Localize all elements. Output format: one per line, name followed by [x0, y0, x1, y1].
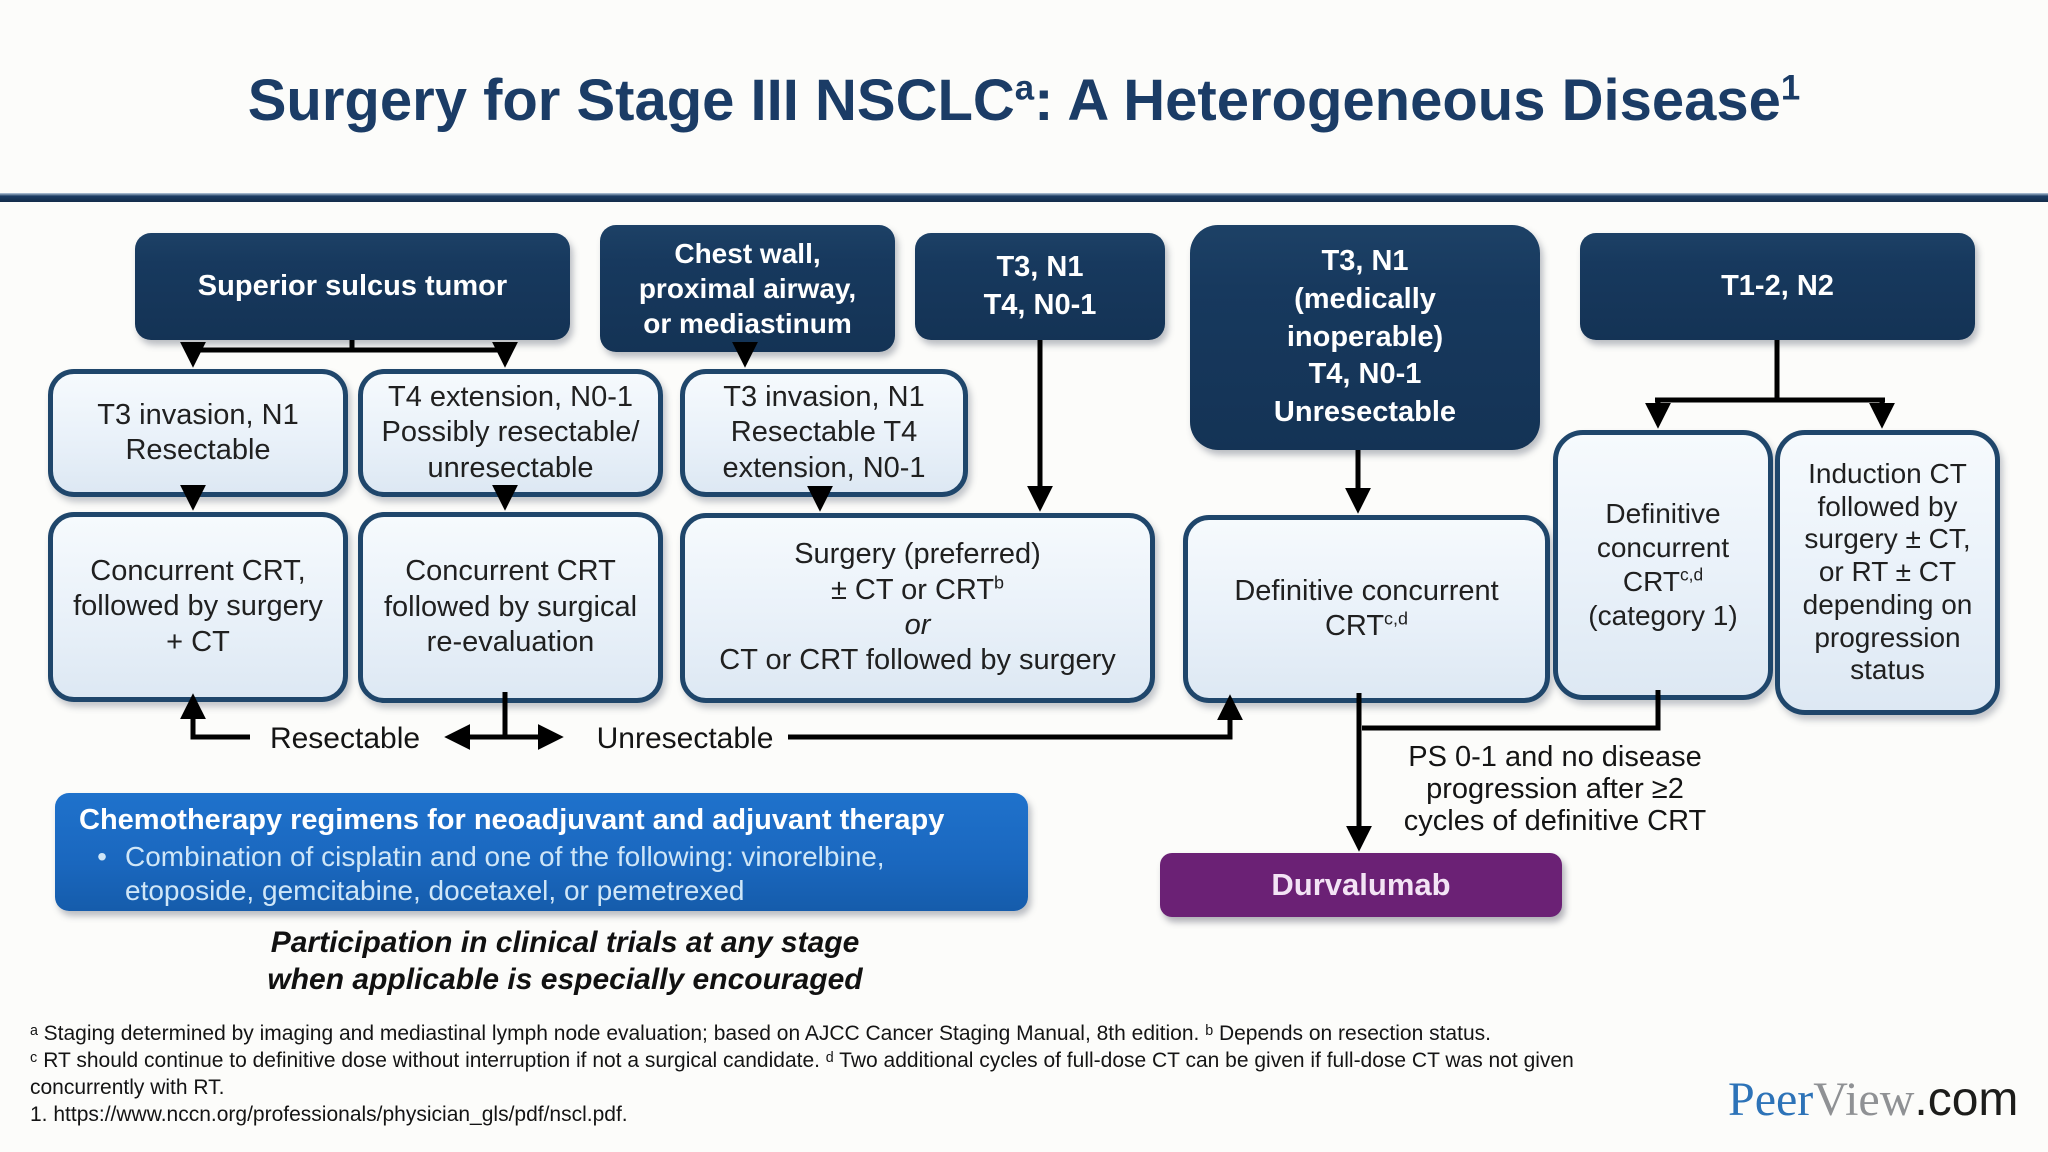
surgery-line2: ± CT or CRTb — [830, 571, 1005, 606]
box-concurrent-crt-surgery-ct: Concurrent CRT, followed by surgery + CT — [48, 512, 348, 702]
cat1-line3: CRTc,d — [1622, 564, 1704, 597]
cat1-line1: Definitive — [1605, 497, 1721, 529]
logo-com: .com — [1914, 1073, 2019, 1126]
header-box-t3n1-t4n01: T3, N1 T4, N0-1 — [915, 233, 1165, 340]
peerview-logo: PeerView.com — [1728, 1072, 2018, 1127]
definitive-crt-line1: Definitive concurrent — [1234, 574, 1499, 607]
box-surgery-preferred: Surgery (preferred) ± CT or CRTb or CT o… — [680, 513, 1155, 703]
box-t3-invasion-t4-extension: T3 invasion, N1 Resectable T4 extension,… — [680, 369, 968, 497]
box-definitive-crt-category1: Definitive concurrent CRTc,d (category 1… — [1553, 430, 1773, 700]
header-box-superior-sulcus: Superior sulcus tumor — [135, 233, 570, 340]
page-title: Surgery for Stage III NSCLCa: A Heteroge… — [0, 67, 2048, 134]
title-main: Surgery for Stage III NSCLC — [247, 67, 1015, 133]
logo-peer: Peer — [1728, 1073, 1814, 1126]
header-box-t12n2: T1-2, N2 — [1580, 233, 1975, 340]
title-sup-1: 1 — [1780, 68, 1801, 108]
participation-note: Participation in clinical trials at any … — [267, 926, 863, 996]
cat1-line4: (category 1) — [1588, 600, 1738, 632]
label-resectable: Resectable — [269, 722, 421, 755]
footnotes: ᵃ Staging determined by imaging and medi… — [30, 1022, 1574, 1126]
cat1-line2: concurrent — [1596, 531, 1730, 563]
definitive-crt-line2: CRTc,d — [1324, 608, 1409, 642]
title-sup-a: a — [1014, 68, 1035, 108]
header-box-chest-wall: Chest wall, proximal airway, or mediasti… — [600, 225, 895, 352]
label-unresectable: Unresectable — [596, 722, 774, 755]
title-divider — [0, 193, 2048, 202]
box-t4-extension: T4 extension, N0-1 Possibly resectable/ … — [358, 369, 663, 497]
box-concurrent-crt-reevaluation: Concurrent CRT followed by surgical re-e… — [358, 512, 663, 703]
box-durvalumab: Durvalumab — [1160, 853, 1562, 917]
logo-view: View — [1813, 1073, 1915, 1126]
box-definitive-crt: Definitive concurrent CRTc,d — [1183, 515, 1550, 703]
box-induction-ct: Induction CT followed by surgery ± CT, o… — [1775, 430, 2000, 715]
ps-note: PS 0-1 and no disease progression after … — [1403, 741, 1707, 837]
header-box-t3n1-inoperable: T3, N1 (medically inoperable) T4, N0-1 U… — [1190, 225, 1540, 450]
chemo-bullet-text: Combination of cisplatin and one of the … — [125, 840, 885, 906]
box-t3-invasion-resectable: T3 invasion, N1 Resectable — [48, 369, 348, 497]
bullet-icon: • — [97, 840, 107, 872]
chemo-box: Chemotherapy regimens for neoadjuvant an… — [55, 793, 1028, 911]
chemo-bullet: • Combination of cisplatin and one of th… — [79, 840, 1004, 908]
surgery-line4: CT or CRT followed by surgery — [719, 644, 1116, 677]
surgery-line1: Surgery (preferred) — [794, 538, 1041, 571]
title-rest: : A Heterogeneous Disease — [1034, 67, 1781, 133]
surgery-line3-or: or — [904, 609, 931, 641]
chemo-header: Chemotherapy regimens for neoadjuvant an… — [79, 804, 945, 836]
